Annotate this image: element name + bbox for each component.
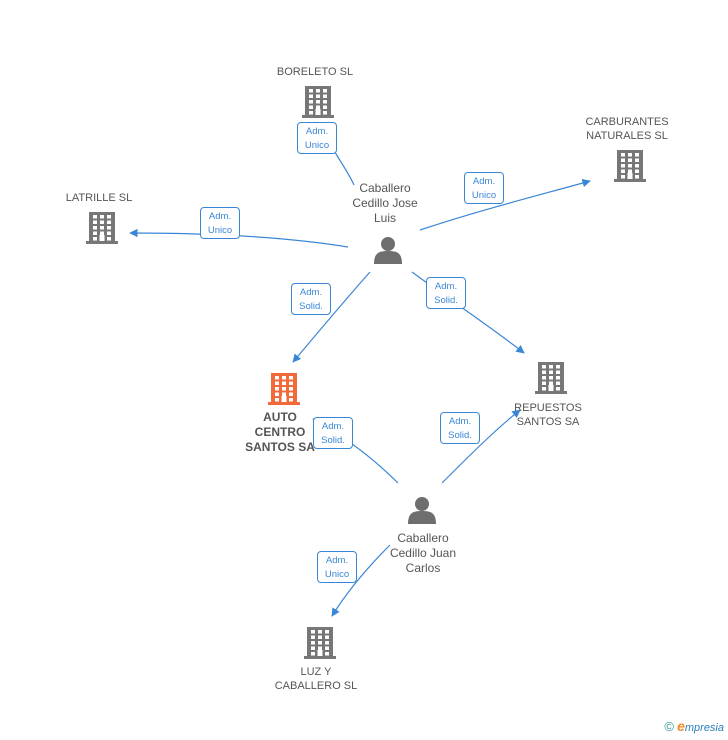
person-icon-juan[interactable]: [408, 497, 436, 524]
company-label-carburantes[interactable]: CARBURANTES NATURALES SL: [585, 116, 669, 142]
edge-jose-auto: [292, 271, 371, 363]
edge-badge-juan-luz[interactable]: Adm. Unico: [317, 551, 357, 583]
edge-badge-jose-auto[interactable]: Adm. Solid.: [291, 283, 331, 315]
copyright-symbol: ©: [664, 719, 675, 734]
brand-name: mpresia: [684, 722, 724, 734]
building-icon-luz[interactable]: [304, 627, 336, 659]
company-label-repuestos[interactable]: REPUESTOS SANTOS SA: [514, 402, 582, 428]
edge-juan-repuestos: [441, 409, 521, 484]
person-label-jose[interactable]: Caballero Cedillo Jose Luis: [352, 181, 418, 225]
edge-juan-luz: [331, 544, 391, 617]
edge-badge-juan-repuestos[interactable]: Adm. Solid.: [440, 412, 480, 444]
company-label-latrille[interactable]: LATRILLE SL: [65, 192, 133, 204]
building-icon-repuestos[interactable]: [535, 362, 567, 394]
building-icon-latrille[interactable]: [86, 212, 118, 244]
edge-badge-jose-boreleto[interactable]: Adm. Unico: [297, 122, 337, 154]
person-label-juan[interactable]: Caballero Cedillo Juan Carlos: [389, 531, 457, 575]
company-label-luz[interactable]: LUZ Y CABALLERO SL: [274, 666, 358, 692]
brand-initial: e: [677, 718, 685, 734]
edge-badge-jose-latrille[interactable]: Adm. Unico: [200, 207, 240, 239]
edge-badge-jose-carburantes[interactable]: Adm. Unico: [464, 172, 504, 204]
building-icon-boreleto[interactable]: [302, 86, 334, 118]
edge-jose-carburantes: [419, 178, 591, 231]
person-icon-jose[interactable]: [374, 237, 402, 264]
edge-jose-repuestos: [411, 271, 525, 354]
footer-brand[interactable]: © empresia: [664, 718, 724, 734]
edge-badge-juan-auto[interactable]: Adm. Solid.: [313, 417, 353, 449]
edge-badge-jose-repuestos[interactable]: Adm. Solid.: [426, 277, 466, 309]
building-icon-auto[interactable]: [268, 373, 300, 405]
building-icon-carburantes[interactable]: [614, 150, 646, 182]
company-label-boreleto[interactable]: BORELETO SL: [276, 66, 354, 78]
company-label-auto[interactable]: AUTO CENTRO SANTOS SA: [245, 410, 315, 454]
